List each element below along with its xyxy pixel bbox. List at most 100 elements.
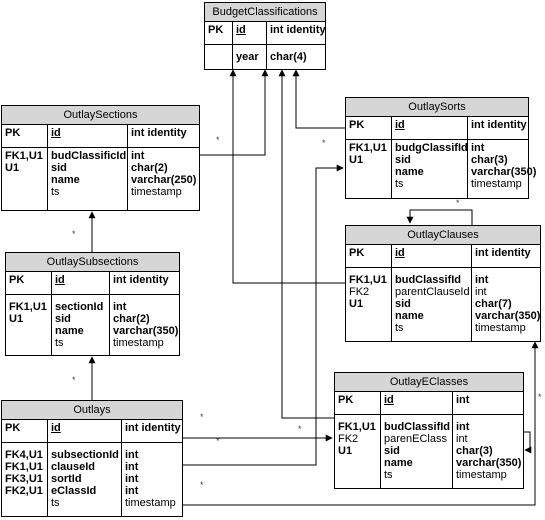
pk-field: id bbox=[233, 22, 267, 44]
type-column: int char(2) varchar(250) timestamp bbox=[128, 148, 199, 210]
field-name: ts bbox=[384, 469, 393, 481]
field-name: parenEClass bbox=[384, 433, 447, 445]
key-label: FK1,U1 bbox=[5, 150, 43, 162]
field-type: int bbox=[456, 421, 470, 433]
field-name: ts bbox=[395, 322, 404, 334]
pk-type: int identity bbox=[131, 127, 187, 139]
field-name: ts bbox=[51, 186, 60, 198]
field-name: budClassifId bbox=[384, 421, 451, 433]
field-type: int bbox=[125, 473, 139, 485]
link-outlays-clauses bbox=[183, 341, 539, 506]
field-name: sid bbox=[55, 313, 71, 325]
field-name: sid bbox=[395, 154, 411, 166]
key-label: U1 bbox=[5, 162, 20, 174]
field-name: sid bbox=[51, 162, 67, 174]
key-label: FK1,U1 bbox=[9, 301, 47, 313]
field-type: char(4) bbox=[270, 51, 307, 63]
pk-label: PK bbox=[335, 392, 381, 414]
type-column: int int char(3) varchar(350) timestamp bbox=[453, 415, 523, 489]
field-name: year bbox=[236, 51, 259, 63]
key-label: FK1,U1 bbox=[349, 142, 387, 154]
field-name: sid bbox=[384, 445, 400, 457]
key-label: FK4,U1 bbox=[5, 449, 43, 461]
field-type: timestamp bbox=[456, 469, 507, 481]
type-column: int char(2) varchar(350) timestamp bbox=[110, 295, 179, 355]
field-column: budgClassifId sid name ts bbox=[392, 140, 468, 198]
field-name: name bbox=[395, 310, 424, 322]
pk-type: int identity bbox=[471, 119, 527, 131]
field-name: name bbox=[384, 457, 413, 469]
field-type: int bbox=[475, 274, 489, 286]
key-label: U1 bbox=[338, 445, 353, 457]
field-type: timestamp bbox=[475, 322, 526, 334]
key-column bbox=[205, 45, 233, 69]
field-type: int bbox=[131, 150, 145, 162]
field-name: sid bbox=[395, 298, 411, 310]
pk-field: id bbox=[392, 245, 472, 267]
pk-type: int identity bbox=[475, 247, 531, 259]
field-name: sortId bbox=[51, 473, 82, 485]
key-label: FK3,U1 bbox=[5, 473, 43, 485]
field-name: name bbox=[51, 174, 80, 186]
field-type: int bbox=[125, 485, 139, 497]
field-name: name bbox=[55, 325, 84, 337]
field-name: budgClassifId bbox=[395, 142, 468, 154]
field-column: budClassifId parentClauseId sid name ts bbox=[392, 268, 472, 342]
pk-field: id bbox=[392, 117, 468, 139]
field-type: timestamp bbox=[113, 337, 164, 349]
entity-outlays[interactable]: Outlays PK id int identity FK4,U1 FK1,U1… bbox=[1, 400, 183, 517]
entity-outlay-subsections[interactable]: OutlaySubsections PK id int identity FK1… bbox=[5, 252, 180, 356]
field-name: name bbox=[395, 166, 424, 178]
field-type: char(3) bbox=[471, 154, 508, 166]
field-name: clauseId bbox=[51, 461, 96, 473]
field-type: char(2) bbox=[113, 313, 150, 325]
entity-outlay-sorts[interactable]: OutlaySorts PK id int identity FK1,U1 U1… bbox=[345, 97, 537, 199]
cardinality-label: * bbox=[322, 138, 326, 148]
key-column: FK4,U1 FK1,U1 FK3,U1 FK2,U1 bbox=[2, 443, 48, 517]
cardinality-label: * bbox=[200, 412, 204, 422]
pk-field: id bbox=[48, 125, 128, 147]
field-name: sectionId bbox=[55, 301, 104, 313]
entity-outlay-sections[interactable]: OutlaySections PK id int identity FK1,U1… bbox=[1, 105, 200, 211]
entity-budget-classifications[interactable]: BudgetClassifications PK id int identity… bbox=[204, 2, 326, 70]
field-name: ts bbox=[51, 497, 60, 509]
field-name: parentClauseId bbox=[395, 286, 470, 298]
entity-outlay-clauses[interactable]: OutlayClauses PK id int identity FK1,U1 … bbox=[345, 225, 541, 342]
type-column: int int char(7) varchar(350) timestamp bbox=[472, 268, 540, 342]
cardinality-label: * bbox=[456, 198, 460, 208]
type-column: int char(3) varchar(350) timestamp bbox=[468, 140, 537, 198]
entity-title: BudgetClassifications bbox=[205, 3, 325, 22]
field-type: int bbox=[125, 449, 139, 461]
cardinality-label: * bbox=[72, 375, 76, 385]
field-type: varchar(350) bbox=[113, 325, 179, 337]
field-column: budClassificId sid name ts bbox=[48, 148, 128, 210]
link-clauses-self bbox=[406, 209, 473, 225]
entity-outlay-eclasses[interactable]: OutlayEClasses PK id int FK1,U1 FK2 U1 b… bbox=[334, 372, 524, 489]
cardinality-label: * bbox=[216, 135, 220, 145]
pk-label: PK bbox=[2, 420, 48, 442]
field-type: varchar(350) bbox=[471, 166, 537, 178]
cardinality-label: * bbox=[538, 392, 542, 402]
pk-field: id bbox=[381, 392, 453, 414]
entity-title: OutlayClauses bbox=[346, 226, 540, 245]
link-outlays-sorts bbox=[183, 164, 344, 466]
pk-type: int bbox=[456, 394, 470, 406]
pk-type: int identity bbox=[113, 274, 169, 286]
pk-label: PK bbox=[346, 245, 392, 267]
key-label: FK2,U1 bbox=[5, 485, 43, 497]
field-name: budClassifId bbox=[395, 274, 462, 286]
pk-field: id bbox=[52, 272, 110, 294]
key-label: U1 bbox=[349, 154, 364, 166]
field-name: subsectionId bbox=[51, 449, 119, 461]
entity-title: OutlaySubsections bbox=[6, 253, 179, 272]
field-name: budClassificId bbox=[51, 150, 127, 162]
field-type: timestamp bbox=[125, 497, 176, 509]
pk-label: PK bbox=[2, 125, 48, 147]
pk-type: int identity bbox=[270, 24, 326, 36]
field-type: char(3) bbox=[456, 445, 493, 457]
field-type: varchar(350) bbox=[456, 457, 522, 469]
field-column: budClassifId parenEClass sid name ts bbox=[381, 415, 453, 489]
field-column: year bbox=[233, 45, 267, 69]
